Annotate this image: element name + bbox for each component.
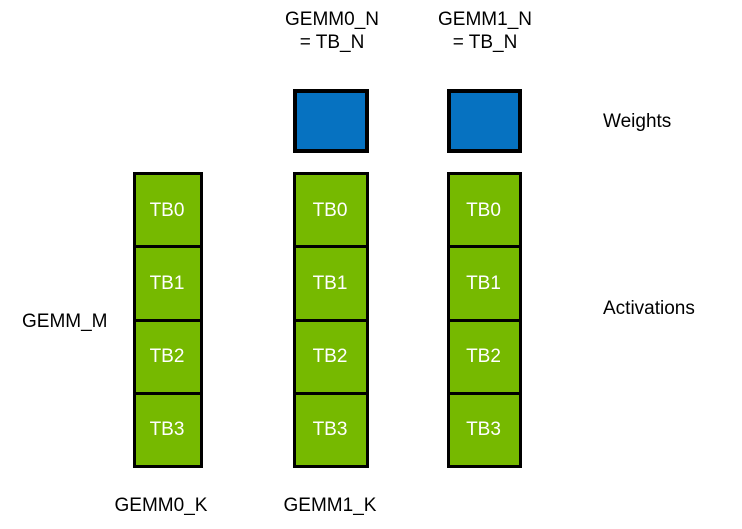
activation-cell: TB3: [447, 391, 522, 468]
activation-column-1: TB0 TB1 TB2 TB3: [293, 172, 369, 468]
activation-cell: TB3: [293, 391, 369, 468]
gemm1-n-label-line2: = TB_N: [452, 32, 518, 53]
weight-tile-gemm0: [293, 89, 369, 153]
activation-cell: TB3: [133, 391, 203, 468]
activation-cell-label: TB0: [149, 199, 185, 221]
activation-cell: TB0: [447, 172, 522, 249]
gemm1-n-label-line1: GEMM1_N: [438, 9, 532, 30]
activation-cell-label: TB2: [149, 346, 185, 368]
weight-tile-gemm1: [447, 89, 522, 153]
gemm0-k-label: GEMM0_K: [114, 495, 208, 516]
activation-cell-label: TB3: [149, 419, 185, 441]
activations-row-label: Activations: [603, 298, 695, 319]
activation-cell: TB1: [133, 245, 203, 322]
gemm-m-label: GEMM_M: [22, 311, 108, 332]
weights-row-label: Weights: [603, 111, 672, 132]
activation-cell: TB2: [293, 318, 369, 395]
activation-cell-label: TB0: [312, 199, 348, 221]
activation-cell-label: TB1: [312, 272, 348, 294]
activation-column-0: TB0 TB1 TB2 TB3: [133, 172, 203, 468]
activation-cell-label: TB2: [312, 346, 348, 368]
activation-cell-label: TB0: [466, 199, 501, 221]
activation-cell-label: TB3: [312, 419, 348, 441]
activation-cell: TB0: [133, 172, 203, 249]
gemm0-n-label-line1: GEMM0_N: [285, 9, 379, 30]
activation-cell: TB1: [293, 245, 369, 322]
activation-cell-label: TB1: [149, 272, 185, 294]
activation-cell-label: TB1: [466, 272, 501, 294]
activation-cell: TB0: [293, 172, 369, 249]
activation-cell: TB2: [133, 318, 203, 395]
activation-cell-label: TB2: [466, 346, 501, 368]
gemm1-k-label: GEMM1_K: [283, 495, 377, 516]
activation-cell: TB2: [447, 318, 522, 395]
activation-column-2: TB0 TB1 TB2 TB3: [447, 172, 522, 468]
activation-cell: TB1: [447, 245, 522, 322]
gemm0-n-label: GEMM0_N= TB_N: [262, 8, 402, 54]
gemm0-n-label-line2: = TB_N: [299, 32, 365, 53]
gemm1-n-label: GEMM1_N= TB_N: [415, 8, 555, 54]
activation-cell-label: TB3: [466, 419, 501, 441]
